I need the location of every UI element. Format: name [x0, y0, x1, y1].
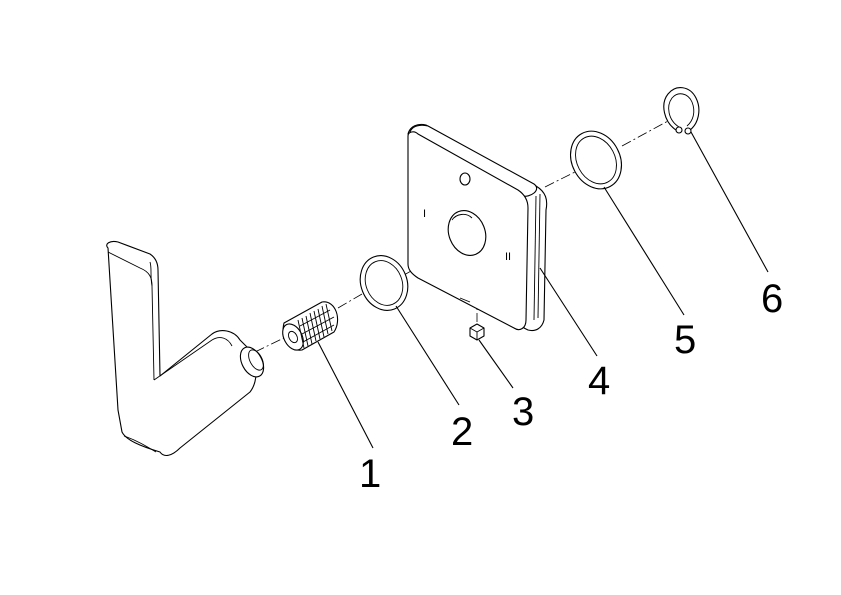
leader-3	[478, 339, 514, 389]
callout-6: 6	[761, 277, 783, 321]
small-o-ring	[359, 255, 409, 311]
callout-1: 1	[359, 452, 381, 496]
large-o-ring	[570, 130, 622, 190]
callout-5: 5	[674, 318, 696, 362]
leader-4	[539, 267, 598, 357]
callout-4: 4	[588, 359, 610, 403]
handle-lever	[106, 240, 265, 457]
knurled-insert	[282, 301, 339, 351]
callout-2: 2	[451, 410, 473, 454]
retaining-circlip	[663, 87, 700, 135]
leader-5	[603, 186, 685, 316]
position-marking-right: II	[505, 251, 511, 263]
escutcheon-plate: I II	[407, 123, 548, 332]
callout-labels: 1 2 3 4 5 6	[359, 277, 783, 496]
leader-lines	[317, 131, 769, 449]
set-screw	[469, 323, 485, 341]
callout-3: 3	[512, 390, 534, 434]
position-marking-left: I	[423, 208, 426, 220]
leader-1	[317, 341, 374, 449]
knurl-lines	[297, 303, 335, 349]
leader-2	[395, 305, 460, 406]
leader-6	[690, 131, 769, 273]
